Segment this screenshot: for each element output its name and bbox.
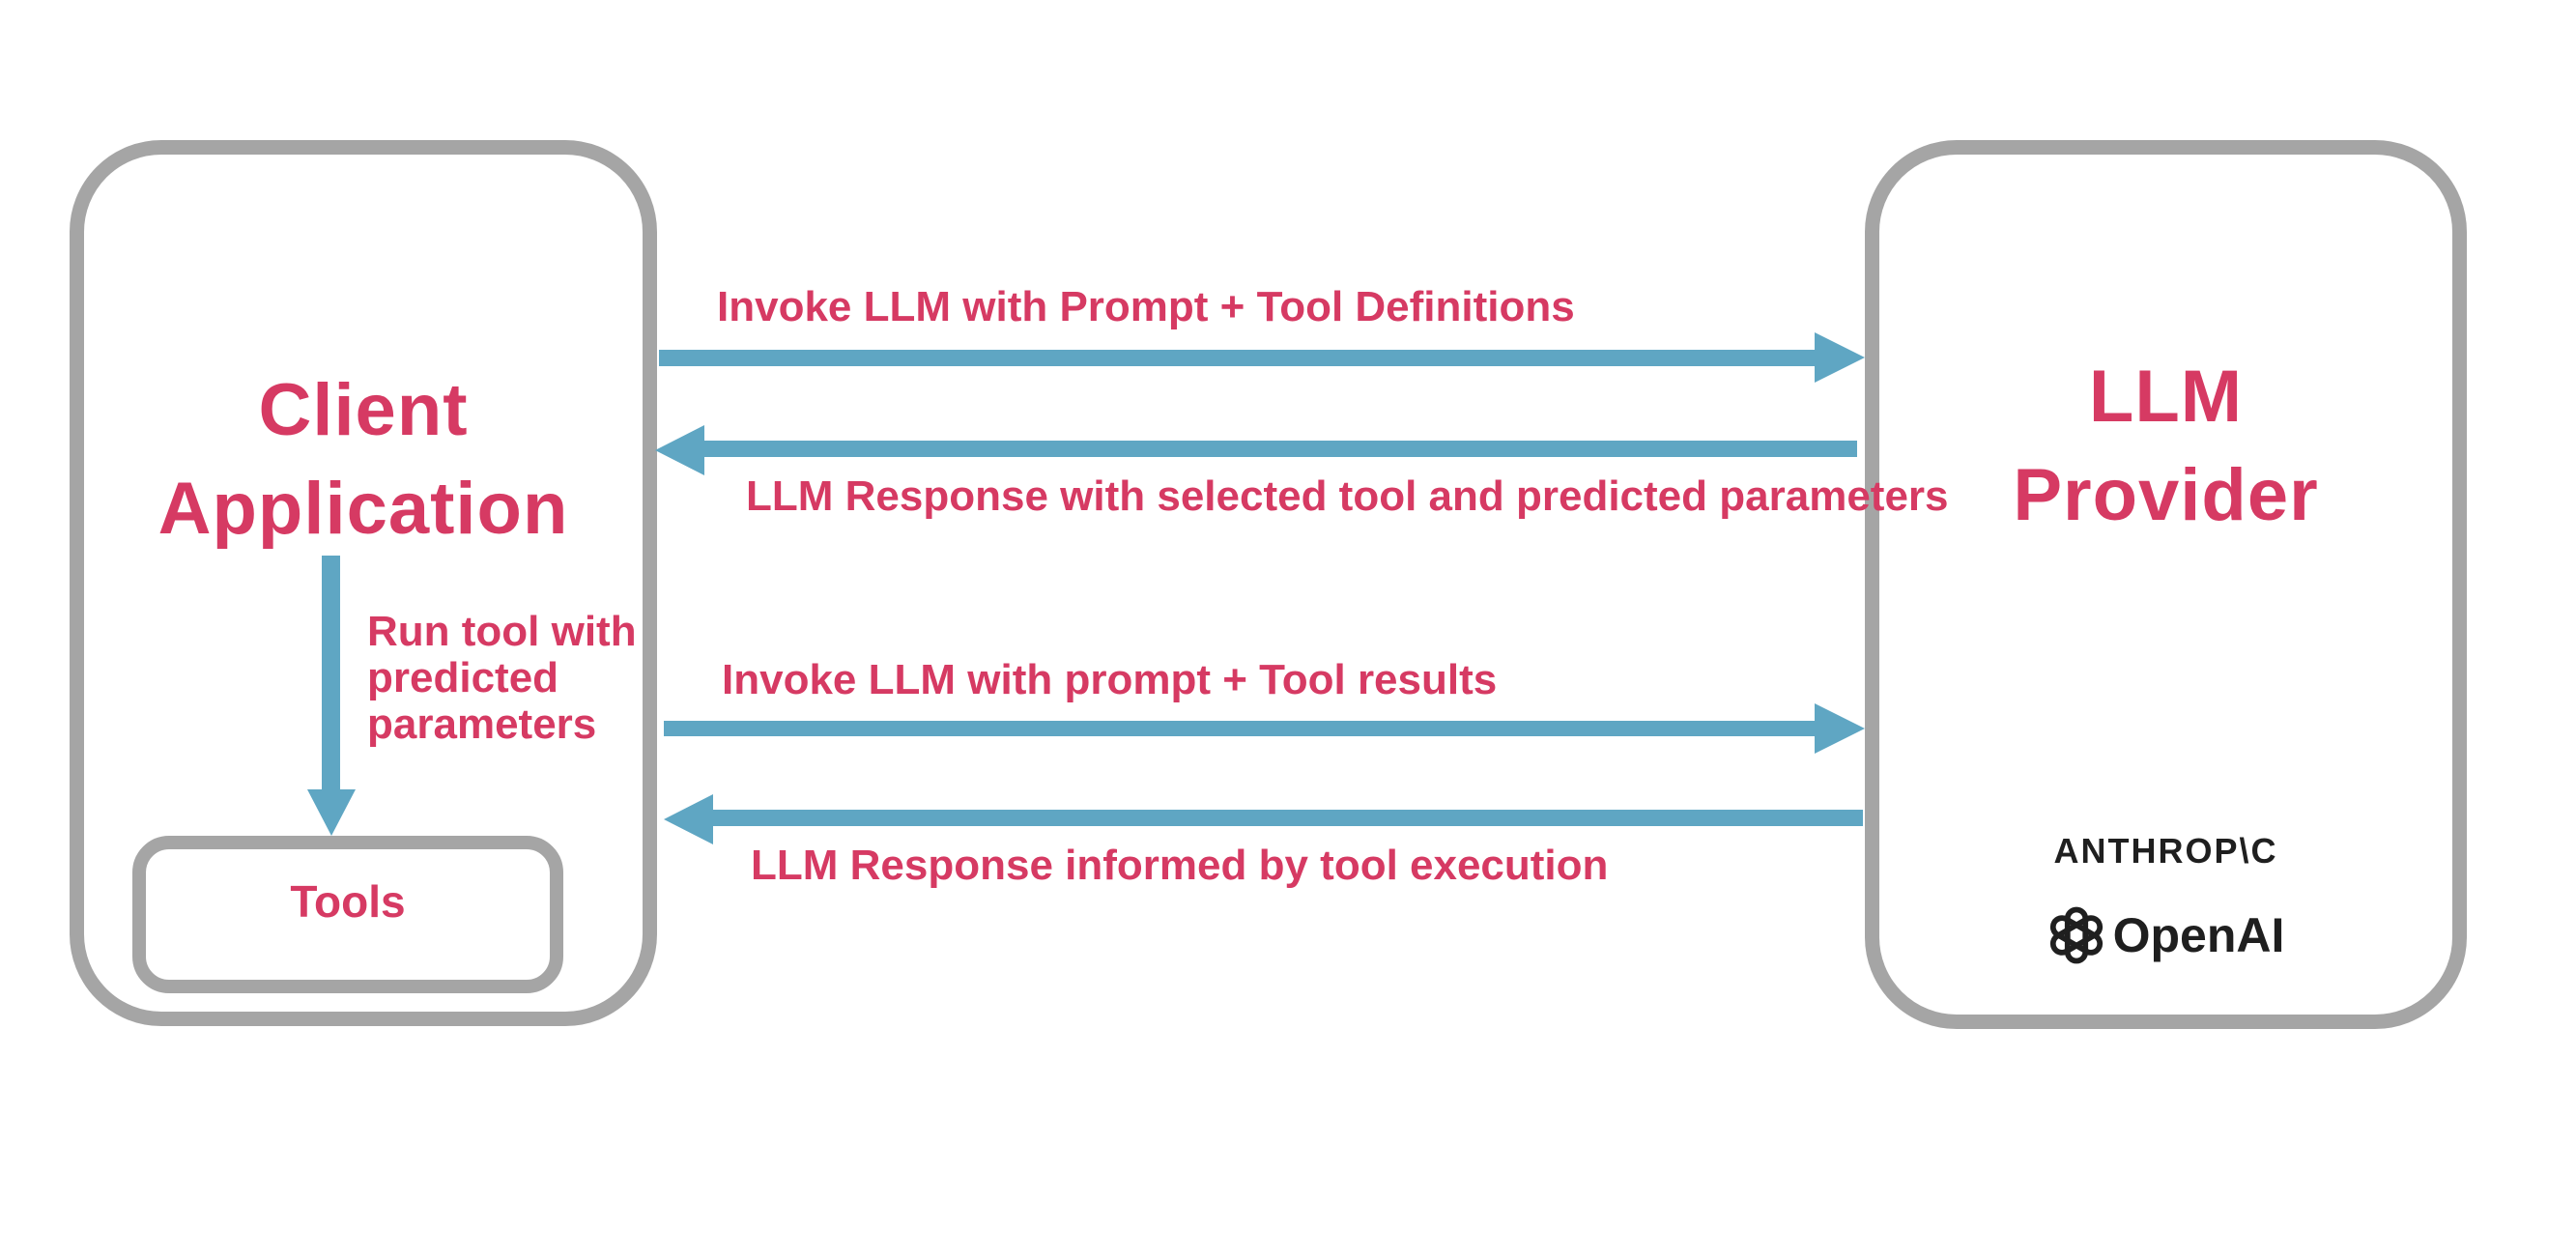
run-tool-note-line2: predicted bbox=[367, 654, 559, 701]
run-tool-arrow-head-down-icon bbox=[307, 789, 356, 836]
arrow-label-response-selected-tool: LLM Response with selected tool and pred… bbox=[746, 472, 1949, 520]
arrow-4-shaft bbox=[713, 810, 1863, 826]
client-title-line2: Application bbox=[157, 468, 569, 550]
arrow-1-shaft bbox=[659, 350, 1815, 366]
llm-title-line2: Provider bbox=[2013, 454, 2319, 536]
anthropic-logo: ANTHROP\C bbox=[2053, 831, 2278, 871]
tools-box-label: Tools bbox=[290, 876, 406, 927]
run-tool-note-line1: Run tool with bbox=[367, 608, 637, 655]
arrow-2-shaft bbox=[703, 441, 1857, 457]
llm-provider-box bbox=[1865, 140, 2467, 1029]
llm-box-title: LLM Provider bbox=[1865, 348, 2467, 545]
tools-box bbox=[132, 836, 563, 993]
llm-title-line1: LLM bbox=[2088, 356, 2244, 438]
client-title-line1: Client bbox=[258, 369, 469, 451]
openai-logo-text: OpenAI bbox=[2112, 908, 2285, 962]
arrow-label-invoke-results: Invoke LLM with prompt + Tool results bbox=[722, 656, 1498, 703]
openai-knot-icon bbox=[2049, 906, 2103, 964]
arrow-label-response-informed: LLM Response informed by tool execution bbox=[751, 842, 1609, 889]
arrow-2-head-left-icon bbox=[655, 425, 704, 475]
arrow-1-head-right-icon bbox=[1815, 332, 1865, 383]
arrow-3-head-right-icon bbox=[1815, 703, 1865, 754]
run-tool-note: Run tool with predicted parameters bbox=[367, 609, 686, 748]
arrow-4-head-left-icon bbox=[664, 794, 713, 844]
run-tool-note-line3: parameters bbox=[367, 700, 597, 748]
arrow-3-shaft bbox=[664, 721, 1815, 736]
client-box-title: Client Application bbox=[70, 361, 657, 558]
openai-logo: OpenAI bbox=[1865, 903, 2467, 967]
arrow-label-invoke-definitions: Invoke LLM with Prompt + Tool Definition… bbox=[717, 283, 1575, 330]
run-tool-arrow-shaft bbox=[322, 556, 340, 789]
